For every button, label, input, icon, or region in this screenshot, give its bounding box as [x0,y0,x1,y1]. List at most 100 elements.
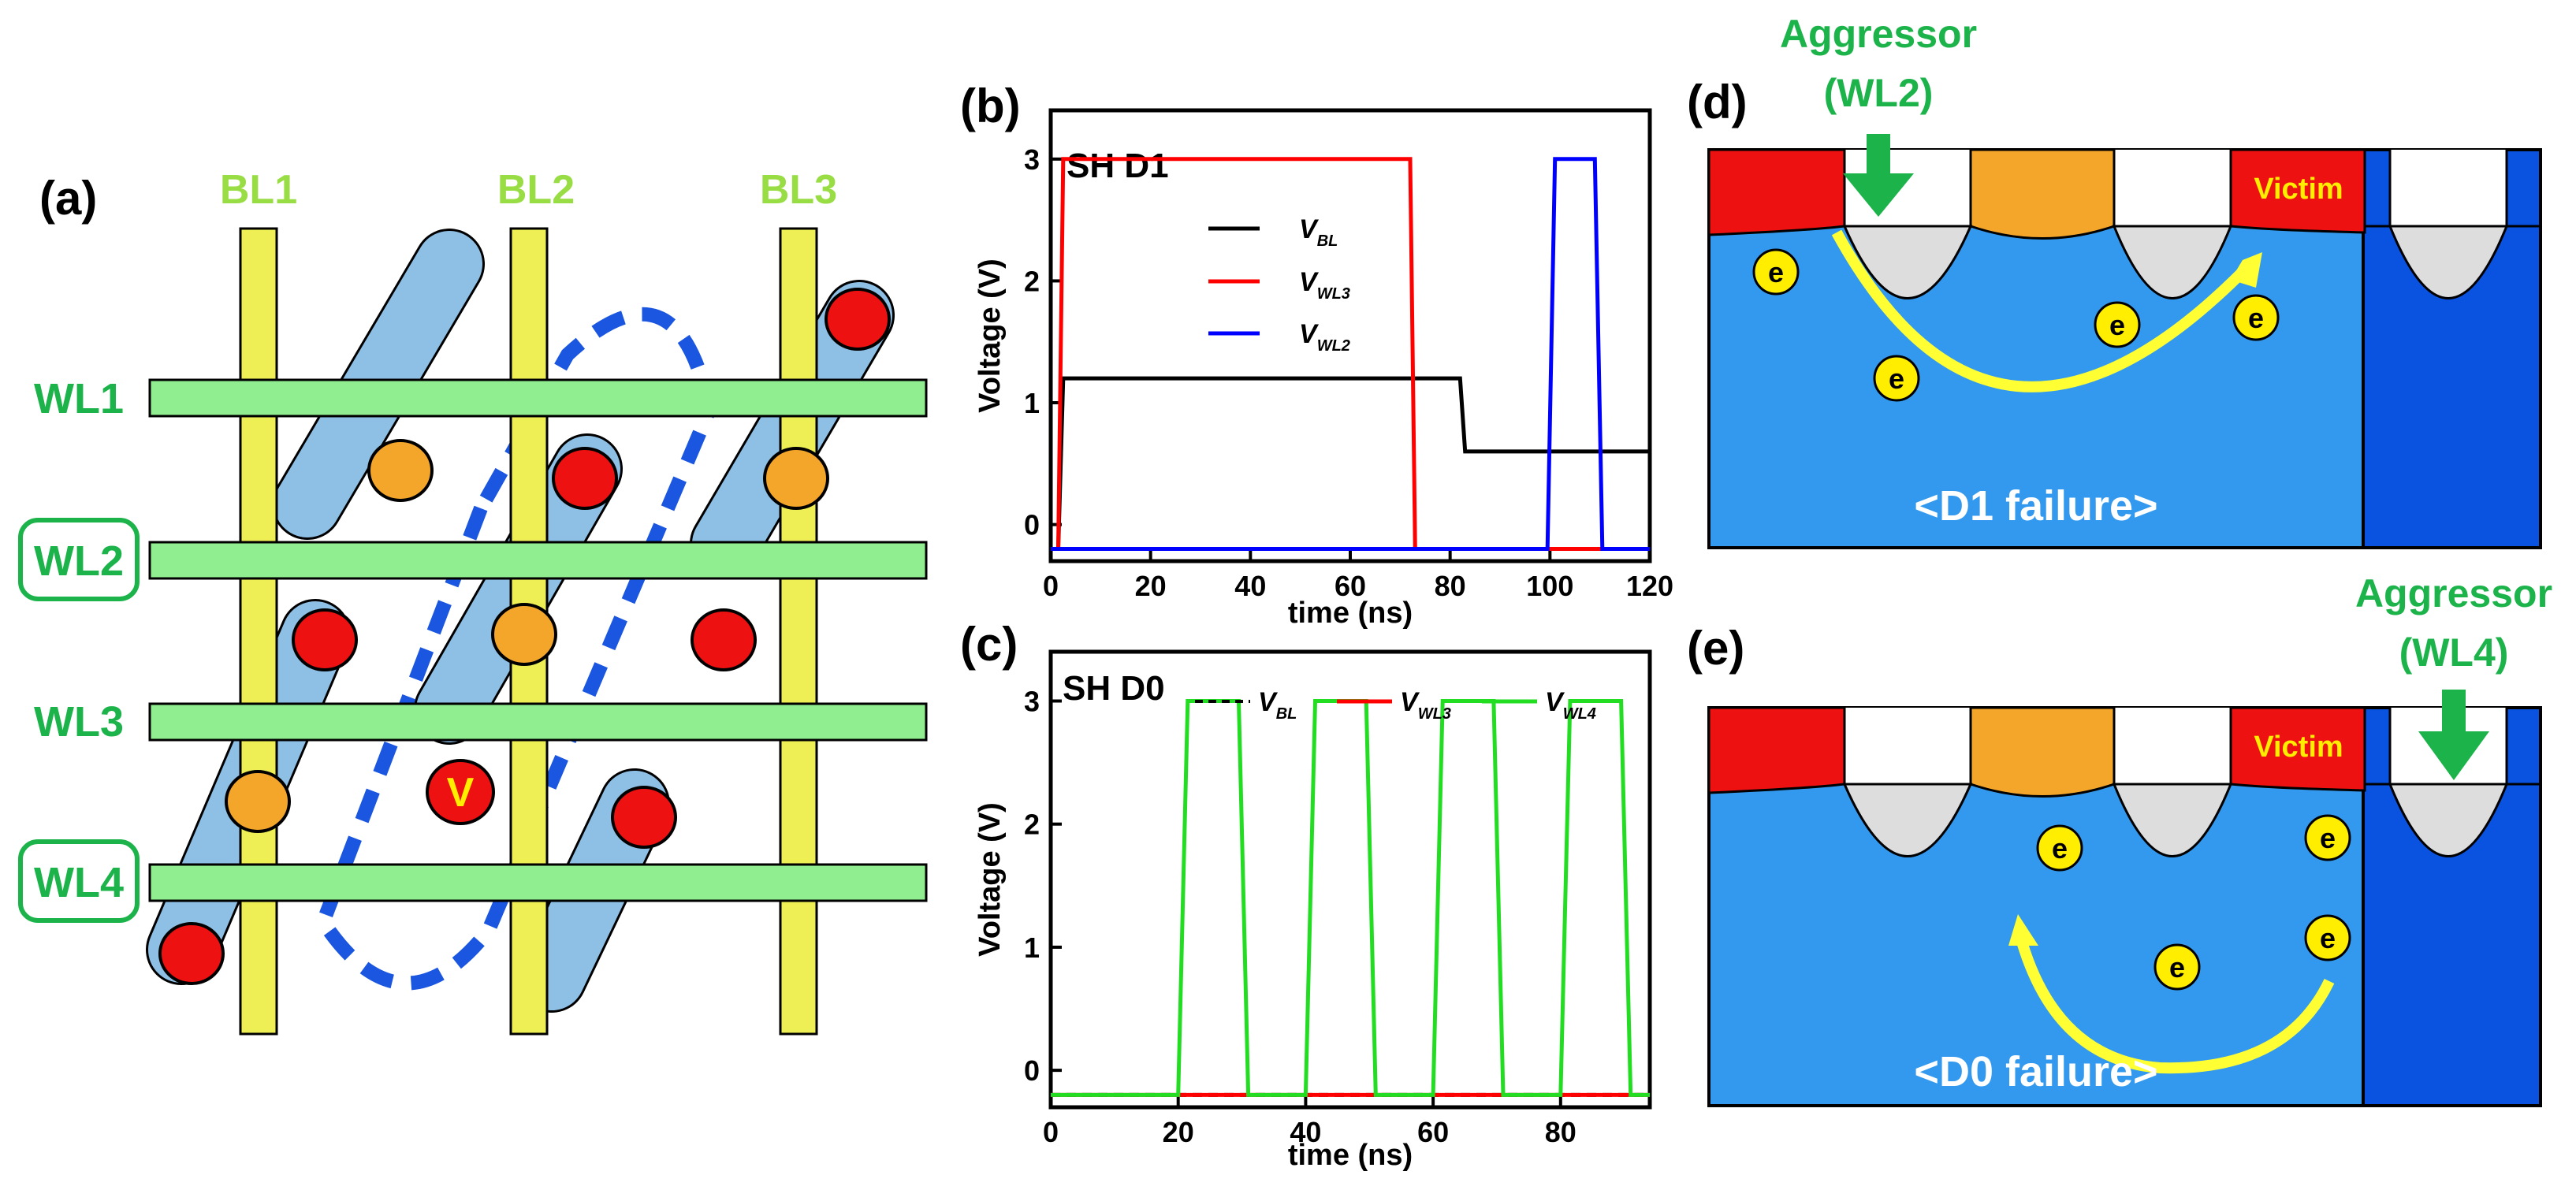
legend-label-vbl: VBL [1299,214,1338,250]
electron [1873,355,1920,402]
storage-node [552,447,618,510]
legend-label-vwl3: VWL3 [1400,687,1451,723]
electron [1752,248,1800,296]
bitline-contacts [225,439,829,833]
y-tick-label: 3 [1024,685,1040,717]
chart-b-y-axis: 0 1 2 3 [1024,143,1062,541]
gate-wl4 [2388,783,2509,857]
x-tick-label: 20 [1135,570,1167,602]
y-tick-label: 1 [1024,387,1040,419]
electron-symbol: e [2248,302,2264,334]
aggressor-d-line2: (WL2) [1824,71,1934,115]
chart-b-series [1051,157,1650,551]
wl2-highlight-box [18,518,140,601]
aggressor-e-line1: Aggressor [2355,571,2552,615]
electron-symbol: e [2109,309,2125,341]
bitline-junction [1969,148,2116,240]
electron-symbol: e [1768,256,1784,288]
legend-label-vwl2: VWL2 [1299,319,1350,355]
bitline-contact [491,603,557,666]
panel-d-label: (d) [1687,76,1748,128]
electrons-d: e e e e [1752,248,2280,402]
y-tick-label: 1 [1024,932,1040,964]
chart-c-frame [1048,649,1652,1110]
electron-symbol: e [2169,951,2185,984]
victim-junction [2229,148,2366,234]
chart-c-legend: VBL VWL3 VWL4 [1195,687,1596,723]
junction-left [1707,706,1846,794]
electrons-e: e e e e [2036,814,2351,991]
electron-flow-arrow [1831,229,2247,392]
x-tick-label: 60 [1417,1116,1449,1148]
wl1-label: WL1 [34,375,124,422]
electron [2304,914,2351,961]
wl3-label: WL3 [34,698,124,746]
series-line-v-wl4 [1051,699,1650,1097]
wordline-wl1 [148,378,928,418]
victim-junction [2229,706,2366,792]
gate-wl3 [2112,783,2233,857]
x-tick-label: 120 [1626,570,1673,602]
panel-a: (a) [18,167,928,1036]
victim-mark: V [447,770,475,816]
aggressor-d-line1: Aggressor [1780,12,1977,56]
y-tick-label: 2 [1024,809,1040,841]
electron [2232,294,2280,341]
wordline-wl2 [148,541,928,580]
panel-d: (d) Aggressor (WL2) Victim e e e [1687,12,2542,549]
victim-storage-node [426,759,495,825]
electron-flow-arrow [2016,939,2335,1074]
chart-b-xlabel: time (ns) [1288,597,1413,630]
electron [2036,824,2083,872]
bitline-bl1 [239,227,278,1036]
panel-a-label: (a) [39,172,97,225]
electron-symbol: e [1889,363,1904,395]
x-tick-label: 40 [1290,1116,1321,1148]
legend-label-vbl: VBL [1258,687,1297,723]
panel-e-label: (e) [1687,622,1744,675]
storage-node [292,608,358,671]
gate-wl2 [1842,783,1973,857]
x-tick-label: 0 [1043,570,1059,602]
aggressor-d-arrow [1843,134,1914,217]
gate-wl2 [1842,225,1973,299]
wl4-highlight-box [18,839,140,923]
aggressor-e-line2: (WL4) [2399,630,2509,675]
aggressor-e-arrow [2418,690,2489,780]
junction-left [1707,148,1846,236]
electron [2153,943,2201,991]
bl1-label: BL1 [220,167,297,213]
x-tick-label: 40 [1234,570,1266,602]
chart-c-xlabel: time (ns) [1288,1139,1413,1172]
bitline-contact [367,439,434,502]
y-tick-label: 0 [1024,509,1040,541]
x-tick-label: 80 [1545,1116,1576,1148]
wl2-label: WL2 [34,537,124,585]
legend-label-vwl3: VWL3 [1299,267,1350,303]
chart-b-corner-text: SH D1 [1067,147,1169,185]
electron-flow-arrowhead [2231,252,2262,288]
series-line-v-wl3 [1051,157,1650,551]
electron-symbol: e [2320,822,2336,854]
bitline-junction [1969,706,2116,798]
panel-e: (e) Aggressor (WL4) Victim e e e e <D0 f… [1687,571,2552,1107]
storage-node [158,922,225,985]
y-tick-label: 2 [1024,265,1040,297]
chart-c-series [1051,699,1650,1097]
chart-c-ylabel: Voltage (V) [973,802,1007,957]
legend-label-vwl4: VWL4 [1545,687,1596,723]
x-tick-label: 80 [1435,570,1466,602]
x-tick-label: 100 [1526,570,1573,602]
electron-symbol: e [2320,922,2336,954]
electron-flow-arrowhead [2008,914,2038,946]
y-tick-label: 3 [1024,143,1040,176]
storage-node [691,608,757,671]
wordline-wl3 [148,702,928,742]
storage-node [611,786,677,849]
bitline-bl3 [779,227,818,1036]
